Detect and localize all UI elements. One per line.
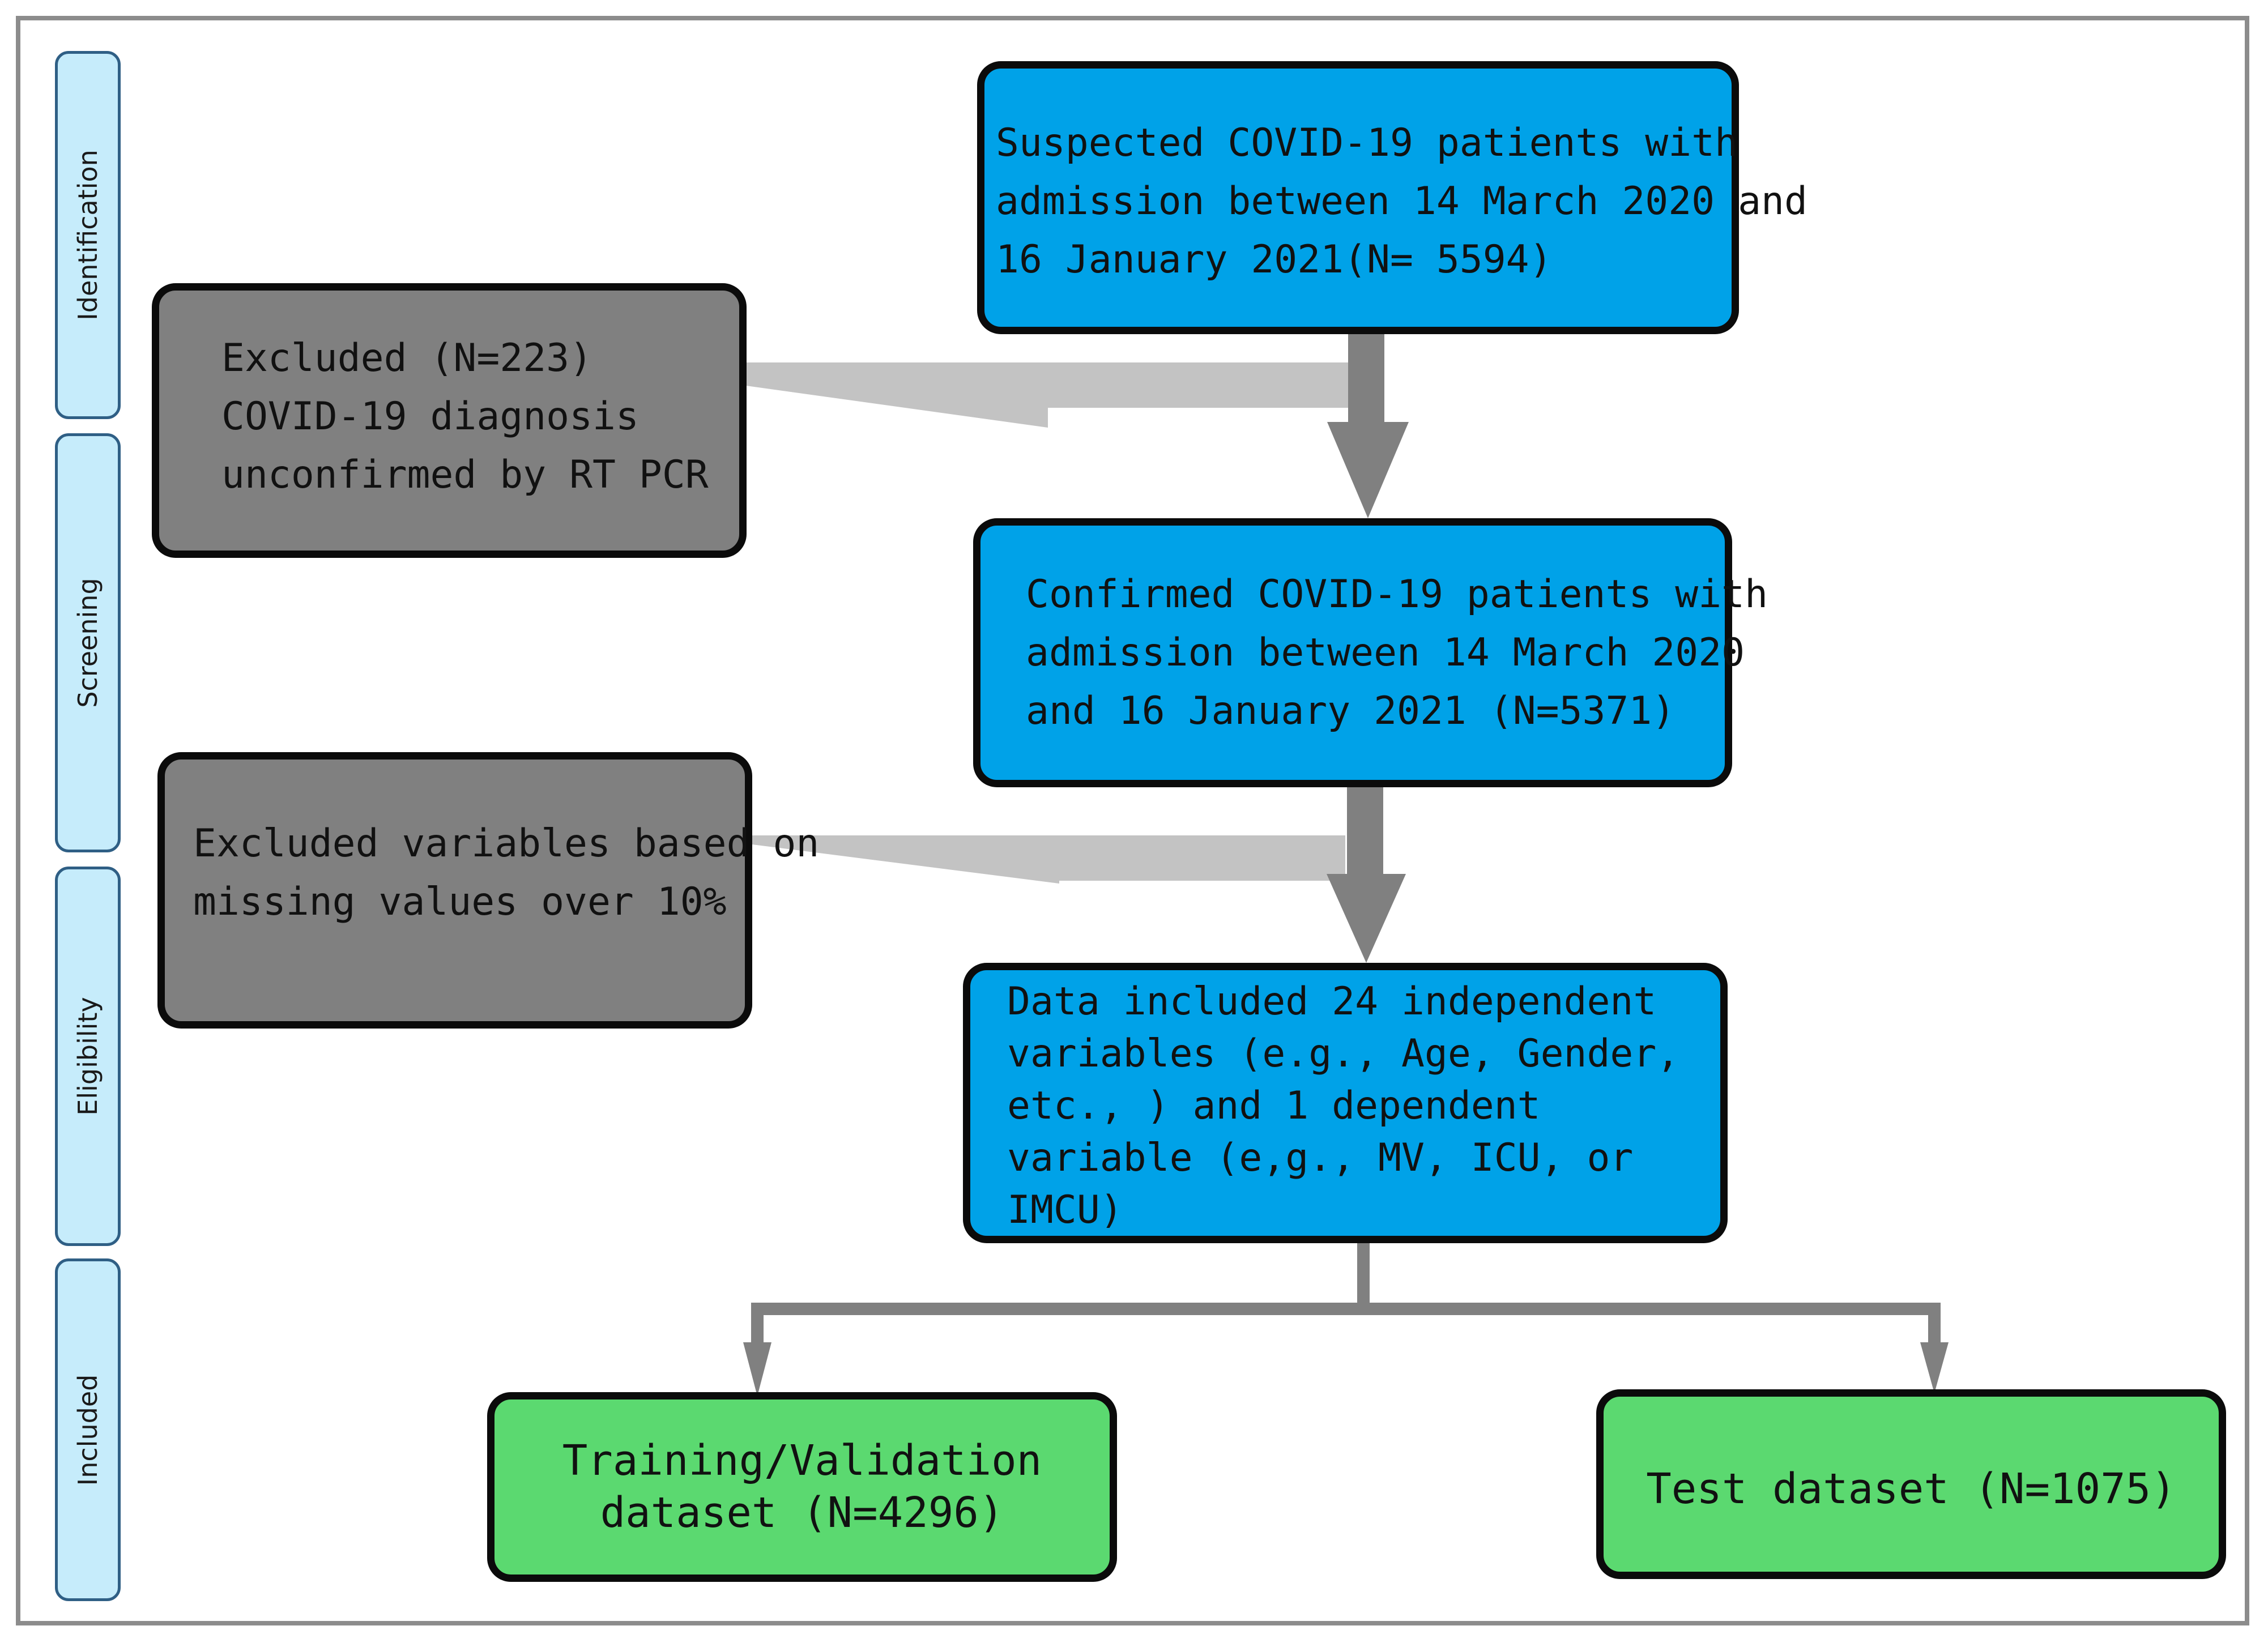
excluded-pcr-box: Excluded (N=223) COVID-19 diagnosis unco… xyxy=(152,283,747,558)
connector-right-drop xyxy=(1928,1303,1941,1342)
test-dataset-text: Test dataset (N=1075) xyxy=(1646,1465,2176,1513)
suspected-patients-box: Suspected COVID-19 patients with admissi… xyxy=(977,61,1807,334)
connector-left-drop xyxy=(751,1303,764,1342)
exclusion-arrow-2 xyxy=(748,835,1345,884)
stage-included: Included xyxy=(55,1258,121,1601)
data-included-box: Data included 24 independent variables (… xyxy=(963,963,1728,1243)
down-arrow-2 xyxy=(1327,783,1406,963)
training-dataset-box: Training/Validation dataset (N=4296) xyxy=(487,1392,1117,1582)
connector-left-arrowhead xyxy=(743,1342,771,1396)
connector-right-arrowhead xyxy=(1920,1342,1949,1393)
excluded-pcr-text: Excluded (N=223) COVID-19 diagnosis unco… xyxy=(221,336,709,497)
confirmed-patients-text: Confirmed COVID-19 patients with admissi… xyxy=(1026,572,1768,733)
training-dataset-text: Training/Validation dataset (N=4296) xyxy=(562,1436,1042,1537)
confirmed-patients-box: Confirmed COVID-19 patients with admissi… xyxy=(973,518,1768,787)
excluded-missing-box: Excluded variables based on missing valu… xyxy=(157,752,819,1029)
suspected-patients-text: Suspected COVID-19 patients with admissi… xyxy=(996,121,1807,282)
stage-identification: Identification xyxy=(55,51,121,419)
connector-bar xyxy=(751,1303,1941,1315)
test-dataset-box: Test dataset (N=1075) xyxy=(1596,1389,2226,1579)
diagram-frame xyxy=(16,16,2249,1625)
down-arrow-1 xyxy=(1327,327,1409,518)
connector-stem xyxy=(1357,1240,1370,1313)
stage-screening: Screening xyxy=(55,433,121,852)
stage-eligibility: Eligibility xyxy=(55,867,121,1246)
data-included-text: Data included 24 independent variables (… xyxy=(1007,979,1680,1232)
exclusion-arrow-1 xyxy=(742,362,1353,428)
excluded-missing-text: Excluded variables based on missing valu… xyxy=(193,821,820,924)
